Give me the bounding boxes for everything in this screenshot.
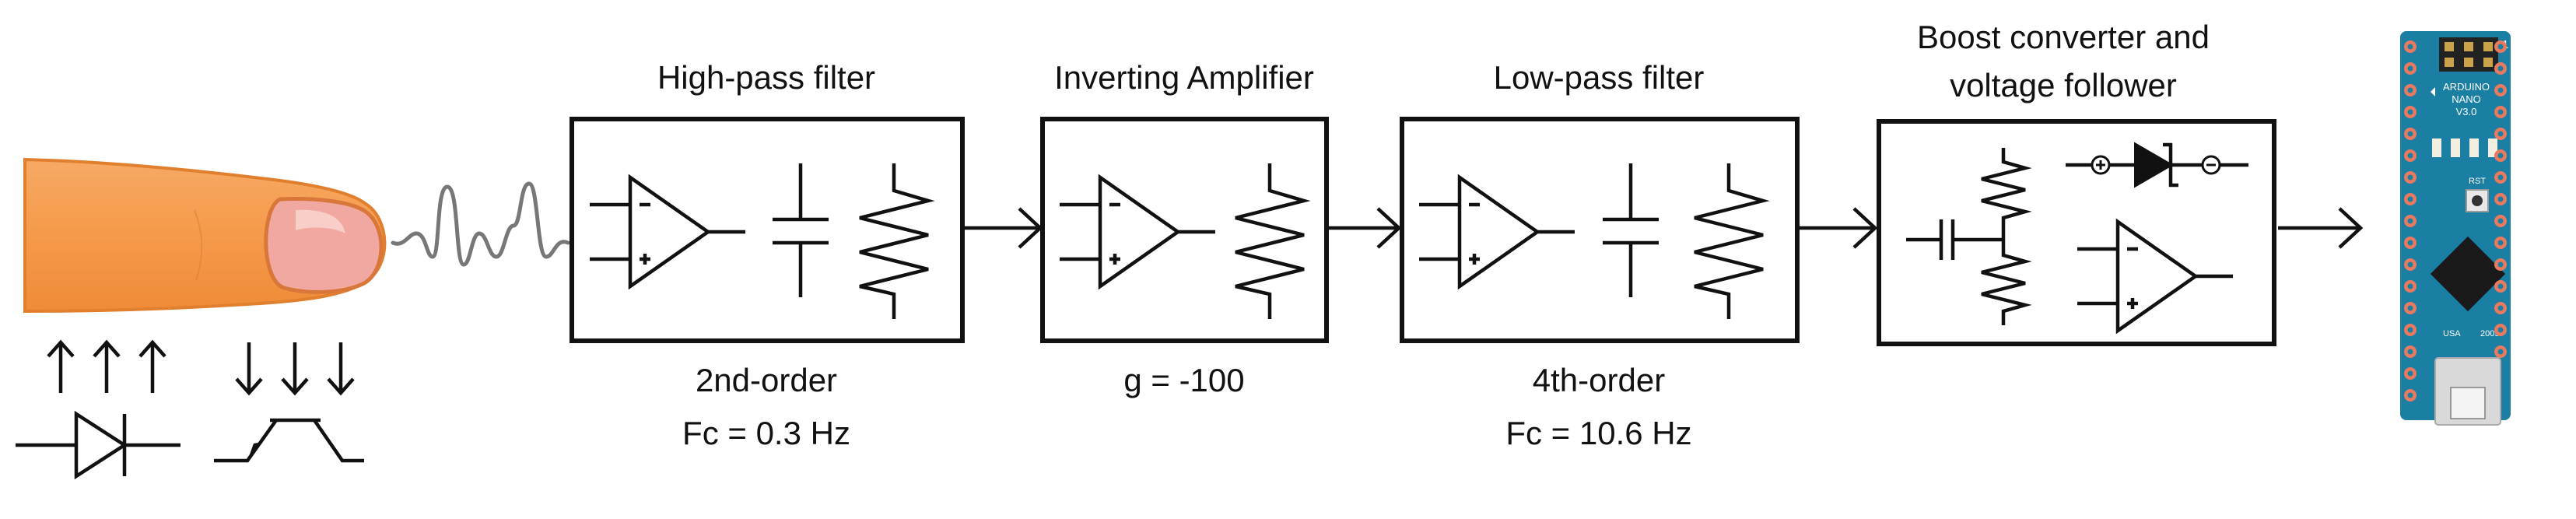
resistor-icon: [1695, 163, 1763, 319]
block-4-title-line-1: Boost converter and: [1917, 19, 2210, 55]
resistor-icon: [1235, 163, 1304, 319]
block-3-cutoff: Fc = 10.6 Hz: [1505, 415, 1691, 451]
arrow-4: [2278, 207, 2364, 249]
finger-icon: [23, 157, 387, 314]
arduino-label-3: V3.0: [2456, 106, 2477, 117]
arrow-1: [962, 207, 1043, 249]
capacitor-icon: [1603, 163, 1659, 297]
arduino-nano-icon: 1 ARDUINO NANO V3.0 RST USA 2009: [2400, 31, 2511, 426]
arduino-label-2: NANO: [2452, 93, 2481, 105]
high-pass-filter-box: [570, 117, 965, 343]
low-pass-filter-box: [1400, 117, 1800, 343]
block-3-title: Low-pass filter: [1494, 59, 1705, 96]
arduino-label-1: ARDUINO: [2443, 81, 2490, 93]
reset-label: RST: [2469, 177, 2486, 186]
block-2-gain: g = -100: [1123, 362, 1244, 398]
resistor-icon: [1981, 240, 2032, 325]
block-3-order: 4th-order: [1533, 362, 1665, 398]
phototransistor-icon: [214, 342, 364, 463]
signal-wave: [391, 181, 570, 267]
op-amp-icon: [1419, 177, 1575, 286]
resistor-icon: [1981, 148, 2032, 240]
op-amp-icon: [590, 177, 745, 286]
op-amp-icon: [2077, 222, 2233, 331]
resistor-icon: [860, 163, 928, 319]
arrow-3: [1797, 207, 1878, 249]
block-1-title: High-pass filter: [657, 59, 875, 96]
arrow-2: [1327, 207, 1402, 249]
led-emitter-icon: [16, 339, 180, 480]
zener-diode-icon: [2066, 142, 2248, 188]
block-1-order: 2nd-order: [696, 362, 837, 398]
capacitor-icon: [773, 163, 829, 297]
block-2-title: Inverting Amplifier: [1054, 59, 1314, 96]
capacitor-icon: [1906, 219, 2003, 260]
block-4-title-line-2: voltage follower: [1950, 67, 2177, 103]
op-amp-icon: [1060, 177, 1215, 286]
block-1-cutoff: Fc = 0.3 Hz: [682, 415, 850, 451]
inverting-amplifier-box: [1040, 117, 1329, 343]
arduino-country: USA: [2443, 329, 2461, 338]
boost-converter-box: [1877, 119, 2276, 346]
